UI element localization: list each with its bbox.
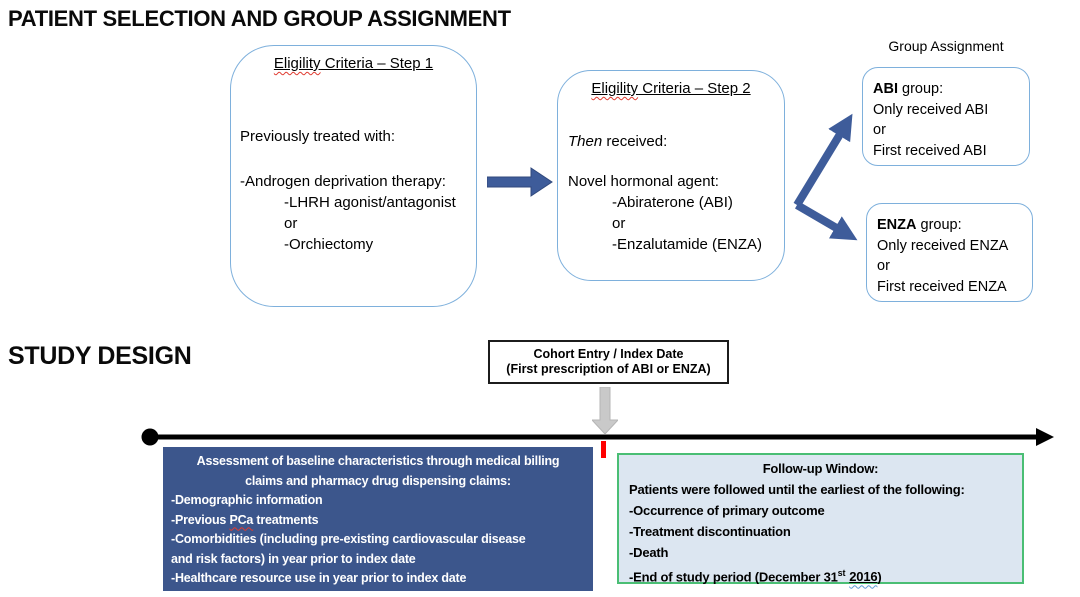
eligibility-step2-box: Eligility Criteria – Step 2 Then receive… bbox=[557, 70, 785, 281]
step1-subitem: -Orchiectomy bbox=[284, 236, 374, 253]
step2-subitem: or bbox=[612, 215, 626, 232]
step1-intro: Previously treated with: bbox=[240, 128, 396, 145]
enza-group-line: First received ENZA bbox=[877, 278, 1007, 295]
enza-group-line: Only received ENZA bbox=[877, 237, 1009, 254]
flow-arrow-icon bbox=[487, 167, 553, 197]
abi-group-title: ABI group: bbox=[873, 81, 944, 97]
enza-group-box: ENZA group: Only received ENZA or First … bbox=[866, 203, 1033, 302]
followup-subtitle: Patients were followed until the earlies… bbox=[629, 482, 965, 497]
baseline-heading-line2: claims and pharmacy drug dispensing clai… bbox=[245, 473, 511, 488]
misspelled-word: Eligility bbox=[273, 55, 321, 72]
baseline-item: -Comorbidities (including pre-existing c… bbox=[171, 532, 526, 546]
split-arrow-icon bbox=[793, 113, 858, 241]
enza-group-line: or bbox=[877, 258, 890, 274]
baseline-item: -Demographic information bbox=[171, 493, 323, 507]
misspelled-word: Eligility bbox=[591, 80, 639, 97]
cohort-entry-line1: Cohort Entry / Index Date bbox=[533, 347, 684, 361]
index-date-arrow-icon bbox=[592, 387, 618, 434]
baseline-assessment-box: Assessment of baseline characteristics t… bbox=[163, 447, 593, 591]
step1-subitem: -LHRH agonist/antagonist bbox=[284, 194, 456, 211]
misspelled-word: PCa bbox=[229, 512, 254, 527]
index-date-tick bbox=[601, 441, 606, 458]
abi-group-line: First received ABI bbox=[873, 142, 987, 159]
baseline-heading-line1: Assessment of baseline characteristics t… bbox=[196, 454, 560, 468]
followup-item: -Occurrence of primary outcome bbox=[629, 503, 825, 518]
step2-intro: Then received: bbox=[568, 133, 668, 150]
followup-item: -Treatment discontinuation bbox=[629, 524, 791, 539]
step1-item: -Androgen deprivation therapy: bbox=[240, 173, 446, 190]
eligibility-step2-content: Then received: Novel hormonal agent: -Ab… bbox=[568, 131, 780, 255]
eligibility-step2-title: Eligility Criteria – Step 2 bbox=[591, 80, 751, 97]
timeline-arrowhead-icon bbox=[1036, 428, 1054, 446]
abi-group-line: Only received ABI bbox=[873, 101, 989, 118]
followup-title: Follow-up Window: bbox=[762, 461, 879, 476]
timeline-axis bbox=[141, 428, 1054, 446]
step2-subitem: -Enzalutamide (ENZA) bbox=[612, 236, 763, 253]
baseline-item: -Previous PCa treatments bbox=[171, 512, 319, 527]
step1-subitem: or bbox=[284, 215, 298, 232]
followup-item: -Death bbox=[629, 545, 669, 560]
eligibility-step1-title: Eligility Criteria – Step 1 bbox=[273, 55, 434, 72]
eligibility-step1-content: Previously treated with: -Androgen depri… bbox=[240, 126, 472, 255]
group-assignment-label: Group Assignment bbox=[888, 38, 1004, 54]
followup-window-box: Follow-up Window: Patients were followed… bbox=[617, 453, 1024, 584]
baseline-item-continued: and risk factors) in year prior to index… bbox=[171, 551, 416, 566]
spacer bbox=[240, 147, 472, 171]
grammar-flagged-word: 2016 bbox=[849, 569, 878, 585]
step2-item: Novel hormonal agent: bbox=[568, 173, 719, 190]
cohort-entry-line2: (First prescription of ABI or ENZA) bbox=[506, 362, 711, 376]
abi-group-box: ABI group: Only received ABI or First re… bbox=[862, 67, 1030, 166]
page-title: PATIENT SELECTION AND GROUP ASSIGNMENT bbox=[8, 6, 511, 31]
enza-group-title: ENZA group: bbox=[877, 217, 962, 233]
study-design-title: STUDY DESIGN bbox=[8, 342, 192, 370]
abi-group-line: or bbox=[873, 122, 886, 138]
eligibility-step1-box: Eligility Criteria – Step 1 Previously t… bbox=[230, 45, 477, 307]
step2-subitem: -Abiraterone (ABI) bbox=[612, 194, 733, 211]
baseline-item: -Healthcare resource use in year prior t… bbox=[171, 571, 467, 585]
spacer bbox=[568, 152, 780, 171]
cohort-entry-box: Cohort Entry / Index Date (First prescri… bbox=[488, 340, 729, 384]
